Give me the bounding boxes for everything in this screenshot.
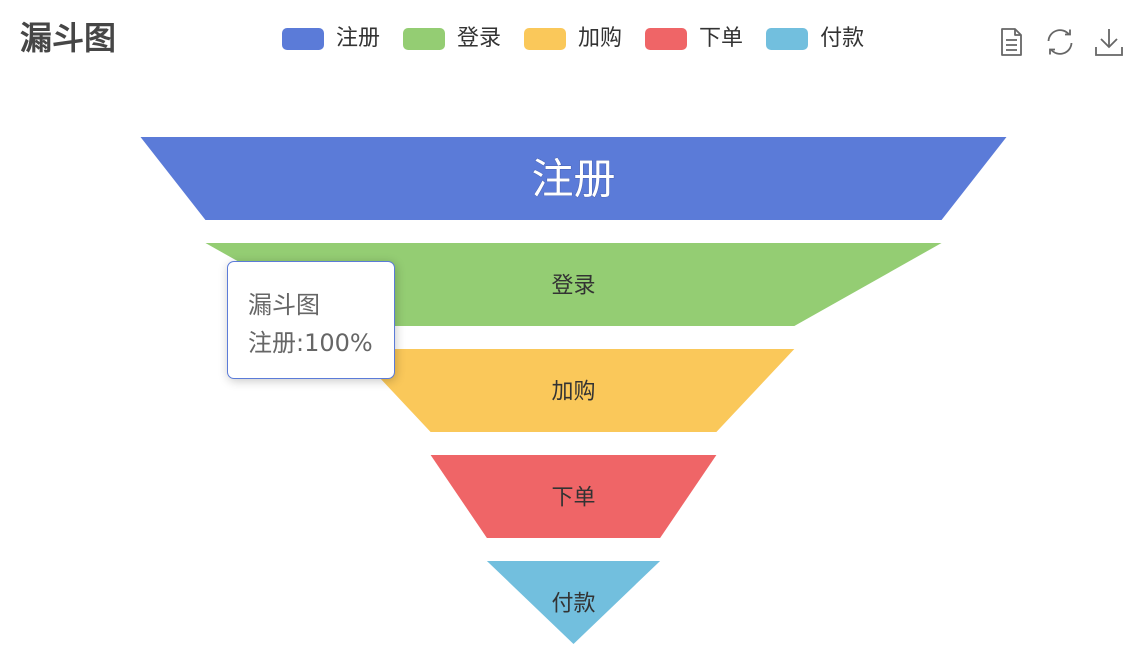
tooltip-content: 注册:100%: [248, 329, 373, 357]
funnel-segment[interactable]: [430, 455, 717, 538]
legend-swatch: [282, 28, 324, 50]
legend-label: 注册: [336, 26, 381, 51]
legend-label: 付款: [820, 26, 865, 51]
legend-swatch: [403, 28, 446, 50]
legend-item-fukuan[interactable]: 付款: [766, 22, 864, 56]
legend-swatch: [645, 28, 688, 50]
legend-swatch: [524, 28, 567, 50]
toolbox: [978, 26, 1125, 58]
refresh-icon: [1047, 29, 1073, 55]
funnel-segment[interactable]: [140, 137, 1007, 220]
data-view-button[interactable]: [995, 26, 1027, 58]
legend-label: 登录: [457, 26, 502, 51]
tooltip: 漏斗图 注册:100%: [227, 261, 395, 379]
legend-item-denglu[interactable]: 登录: [403, 22, 501, 56]
funnel-segment[interactable]: [486, 561, 661, 644]
legend-swatch: [766, 28, 809, 50]
funnel-segment[interactable]: [352, 349, 795, 432]
legend-label: 下单: [699, 26, 744, 51]
tooltip-series-name: 漏斗图: [248, 291, 320, 319]
funnel-label: 登录: [551, 274, 595, 299]
funnel-label: 加购: [551, 380, 595, 405]
funnel-label: 付款: [551, 592, 595, 617]
download-button[interactable]: [1093, 26, 1125, 58]
chart-title: 漏斗图: [20, 19, 117, 57]
legend: 注册 登录 加购 下单 付款: [282, 22, 887, 56]
funnel-label: 下单: [551, 486, 595, 511]
legend-item-jiagou[interactable]: 加购: [524, 22, 622, 56]
funnel-label: 注册: [531, 155, 615, 204]
download-icon: [1095, 29, 1123, 56]
legend-item-zhuce[interactable]: 注册: [282, 22, 380, 56]
data-view-icon: [1001, 28, 1022, 56]
legend-label: 加购: [578, 26, 623, 51]
refresh-button[interactable]: [1044, 26, 1076, 58]
legend-item-xiadan[interactable]: 下单: [645, 22, 743, 56]
